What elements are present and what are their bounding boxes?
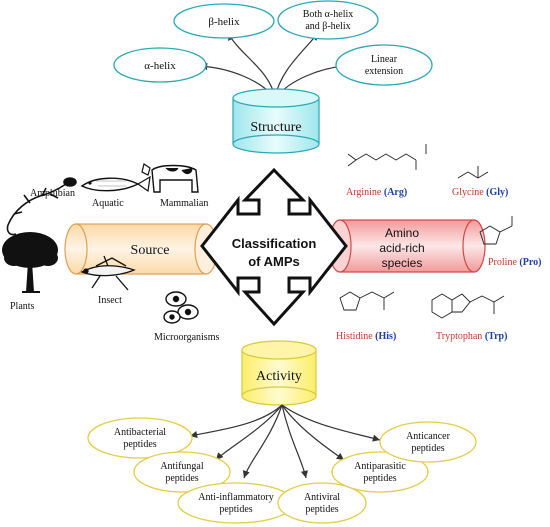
source-section: Source Amphibian Aquatic Mammalian (2, 163, 219, 343)
activity-title: Activity (256, 369, 302, 384)
anti-inflammatory-bubble (177, 482, 295, 524)
proline-name: Proline (Pro) (488, 257, 541, 268)
amphibian-icon (6, 177, 77, 236)
center-title-2: of AMPs (248, 254, 300, 269)
antifungal-bubble (133, 451, 231, 493)
histidine-name: Histidine (His) (336, 331, 396, 342)
source-insect-label: Insect (98, 295, 122, 306)
antiviral-label-1: Antiviral (304, 492, 340, 503)
source-title: Source (131, 243, 170, 258)
glycine-name: Glycine (Gly) (452, 187, 508, 198)
antiviral-bubble (277, 482, 367, 524)
anticancer-label-2: peptides (411, 443, 444, 454)
fish-icon (80, 175, 151, 193)
beta-helix-bubble (173, 3, 275, 39)
alpha-helix-label: α-helix (144, 60, 176, 72)
source-amphibian-label: Amphibian (30, 188, 75, 199)
arginine-structure-icon (347, 144, 427, 170)
anticancer-label-1: Anticancer (406, 431, 451, 442)
antibacterial-label-2: peptides (123, 439, 156, 450)
structure-connectors (199, 32, 346, 99)
arginine-name: Arginine (Arg) (346, 187, 407, 198)
amino-section: Amino acid-rich species Arginine (Arg) G… (328, 144, 541, 342)
amino-title-1: Amino (385, 226, 419, 240)
structure-cylinder (232, 88, 320, 154)
amino-title-2: acid-rich (379, 241, 424, 255)
structure-title: Structure (250, 120, 301, 135)
activity-connectors (189, 404, 381, 479)
source-mammalian-label: Mammalian (160, 198, 208, 209)
antiviral-label-2: peptides (305, 504, 338, 515)
activity-section: Activity Antibacterial peptides Antifung… (87, 340, 477, 524)
linear-extension-label-2: extension (365, 66, 403, 77)
beta-helix-label: β-helix (208, 16, 240, 28)
microorganism-icon (163, 291, 199, 324)
glycine-structure-icon (457, 166, 489, 179)
structure-section: β-helix Both α-helix and β-helix α-helix… (113, 0, 433, 154)
proline-structure-icon (479, 216, 513, 245)
both-helix-label-1: Both α-helix (303, 9, 354, 20)
antibacterial-bubble (87, 417, 193, 459)
anti-inflammatory-label-2: peptides (219, 504, 252, 515)
activity-cylinder (241, 340, 317, 406)
source-plants-label: Plants (10, 301, 35, 312)
source-microorganisms-label: Microorganisms (154, 332, 219, 343)
both-helix-label-2: and β-helix (305, 21, 350, 32)
linear-extension-bubble (335, 44, 433, 86)
antiparasitic-label-2: peptides (363, 473, 396, 484)
tryptophan-structure-icon (431, 293, 505, 319)
antifungal-label-1: Antifungal (160, 461, 204, 472)
center-title-1: Classification (232, 236, 317, 251)
histidine-structure-icon (339, 291, 395, 311)
tree-icon (2, 232, 58, 293)
anticancer-bubble (379, 421, 477, 463)
both-helix-bubble (277, 0, 379, 40)
source-aquatic-label: Aquatic (92, 198, 124, 209)
four-way-arrow-icon (200, 167, 348, 327)
anti-inflammatory-label-1: Anti-inflammatory (198, 492, 274, 503)
antiparasitic-label-1: Antiparasitic (354, 461, 406, 472)
amino-cylinder (328, 219, 486, 273)
grasshopper-icon (80, 255, 136, 291)
antiparasitic-bubble (331, 451, 429, 493)
amino-title-3: species (382, 256, 423, 270)
alpha-helix-bubble (113, 47, 207, 83)
antifungal-label-2: peptides (165, 473, 198, 484)
tryptophan-name: Tryptophan (Trp) (436, 331, 507, 342)
cow-icon (141, 163, 199, 193)
antibacterial-label-1: Antibacterial (114, 427, 166, 438)
center-arrow: Classification of AMPs (200, 167, 348, 327)
linear-extension-label-1: Linear (371, 54, 398, 65)
